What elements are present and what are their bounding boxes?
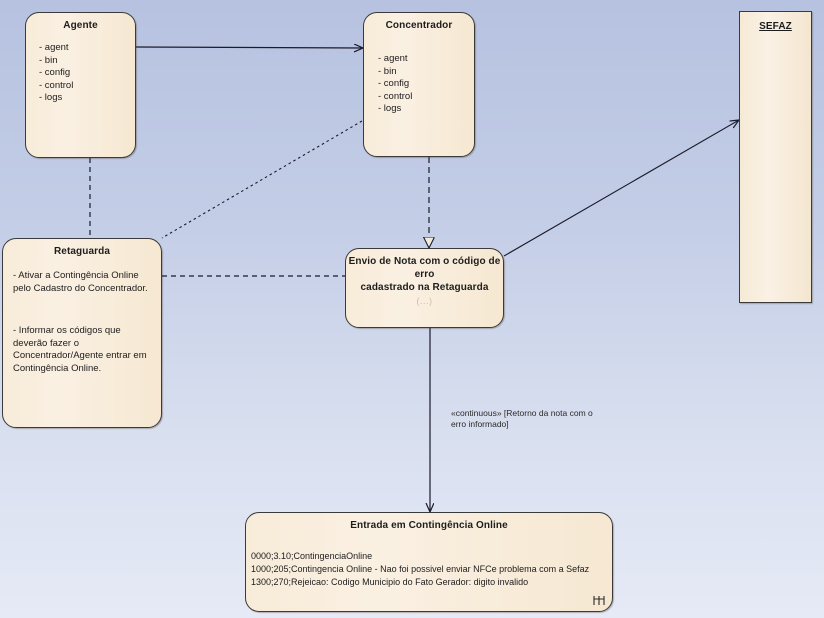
attribute-item: - agent xyxy=(378,53,408,64)
edge-label-line-1: «continuous» [Retorno da nota com o xyxy=(451,408,593,418)
attribute-item: - control xyxy=(39,79,74,91)
node-envio-de-nota[interactable]: Envio de Nota com o código de erro cadas… xyxy=(345,248,504,328)
node-entrada-contingencia-online[interactable]: Entrada em Contingência Online 0000;3.10… xyxy=(245,512,613,612)
retaguarda-paragraph-2: - Informar os códigos que deverão fazer … xyxy=(13,325,147,374)
code-line: 0000;3.10;ContingenciaOnline xyxy=(251,551,373,561)
node-retaguarda-title: Retaguarda xyxy=(53,246,110,257)
node-concentrador-title: Concentrador xyxy=(385,20,453,31)
attribute-item: - config xyxy=(39,67,71,79)
attribute-item: - logs xyxy=(378,103,402,115)
edge-concentrador-to-retaguarda xyxy=(161,120,363,239)
edge-label-continuous: «continuous» [Retorno da nota com o erro… xyxy=(451,408,611,431)
node-retaguarda[interactable]: Retaguarda - Ativar a Contingência Onlin… xyxy=(2,238,162,428)
node-sefaz[interactable]: SEFAZ xyxy=(739,11,812,303)
envio-title-line-2: cadastrado na Retaguarda xyxy=(360,282,489,293)
node-envio-title: Envio de Nota com o código de erro cadas… xyxy=(346,249,503,294)
attribute-item: - bin xyxy=(39,54,58,66)
attribute-item: - bin xyxy=(378,65,397,77)
attribute-item: - logs xyxy=(39,92,63,104)
code-line: 1000;205;Contingencia Online - Nao foi p… xyxy=(251,564,590,575)
node-sefaz-title: SEFAZ xyxy=(759,21,792,32)
node-agente-title: Agente xyxy=(63,20,98,31)
node-concentrador-attributes: - agent - bin - config - control - logs xyxy=(364,53,474,116)
attribute-item: - control xyxy=(378,90,413,102)
retaguarda-paragraph-1: - Ativar a Contingência Online pelo Cada… xyxy=(13,270,148,294)
attribute-item: - agent xyxy=(39,42,69,53)
node-concentrador[interactable]: Concentrador - agent - bin - config - co… xyxy=(363,12,475,157)
composite-structure-icon xyxy=(593,596,605,605)
attribute-item: - config xyxy=(378,78,410,90)
envio-title-line-1: Envio de Nota com o código de erro xyxy=(348,256,501,280)
node-entrada-title: Entrada em Contingência Online xyxy=(350,520,508,531)
node-retaguarda-body: - Ativar a Contingência Online pelo Cada… xyxy=(3,270,161,375)
node-agente-attributes: - agent - bin - config - control - logs xyxy=(26,42,135,105)
envio-ellipsis-marker: (...) xyxy=(416,296,433,306)
edge-label-line-2: erro informado] xyxy=(451,419,509,430)
node-agente[interactable]: Agente - agent - bin - config - control … xyxy=(25,12,136,158)
code-line: 1300;270;Rejeicao: Codigo Municipio do F… xyxy=(251,577,529,588)
node-entrada-code-block: 0000;3.10;ContingenciaOnline 1000;205;Co… xyxy=(246,550,612,589)
edge-envio-to-sefaz xyxy=(503,120,739,257)
edge-agente-to-concentrador xyxy=(135,47,363,48)
